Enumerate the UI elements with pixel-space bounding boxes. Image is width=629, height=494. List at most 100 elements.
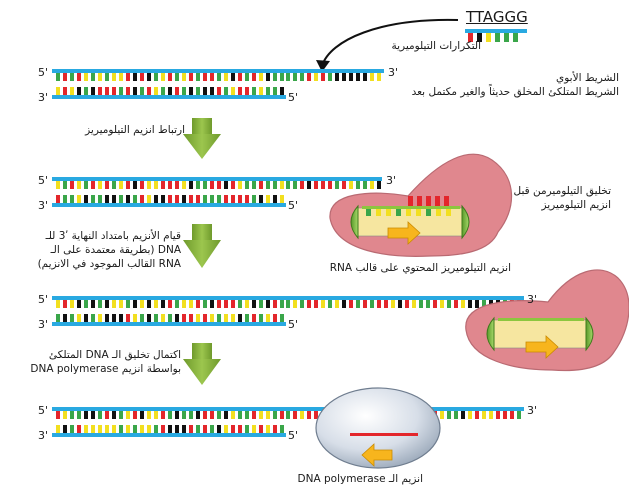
base [77,411,81,419]
base [70,181,74,189]
base [370,181,374,189]
base [349,300,353,308]
base [231,181,235,189]
curved-arrow [321,18,459,67]
rna-base [396,209,401,216]
row1-bottom-3prime: 3' [38,91,49,104]
base [189,195,193,203]
base [363,73,367,81]
base [384,300,388,308]
base [63,181,67,189]
base [231,195,235,203]
base [154,181,158,189]
base [196,314,200,322]
base [63,411,67,419]
base [161,425,165,433]
base [98,300,102,308]
base [119,181,123,189]
base [245,300,249,308]
base [391,300,395,308]
base [266,181,270,189]
base [133,195,137,203]
base [210,181,214,189]
dna-polymerase-enzyme [315,387,441,469]
base [161,314,165,322]
step3-line2: بواسطة انزيم DNA polymerase [30,363,181,375]
base [224,87,228,95]
base [419,300,423,308]
base [196,73,200,81]
base [342,181,346,189]
base [182,314,186,322]
repeat-base [468,33,473,42]
base [356,181,360,189]
base [273,195,277,203]
base [70,87,74,95]
base [342,73,346,81]
step1-label: ارتباط انزيم التيلوميريز [85,124,185,136]
row3-bottom-3prime: 3' [38,318,49,331]
base [133,87,137,95]
base [161,411,165,419]
synthesis-label-2: انزيم التيلوميريز [541,199,611,211]
repeat-base [504,33,509,42]
step2-line3: RNA القالب الموجود في الانزيم) [37,258,181,270]
base [105,181,109,189]
base [161,300,165,308]
base [77,181,81,189]
dna-row-initial [52,69,384,99]
base [91,300,95,308]
base [447,300,451,308]
base [412,300,416,308]
base [119,425,123,433]
polymerase-label: انزيم الـ DNA polymerase [297,473,423,485]
bottom-strand [52,203,286,207]
base [266,73,270,81]
base [273,314,277,322]
base [489,411,493,419]
step3-line1: اكتمال تخليق الـ DNA المتلكئ [48,349,181,361]
base [307,73,311,81]
base [105,87,109,95]
base [168,87,172,95]
base [259,300,263,308]
base [63,87,67,95]
base [84,411,88,419]
curved-arrow-head [316,60,330,72]
base [245,425,249,433]
base [426,300,430,308]
base [203,195,207,203]
base [266,300,270,308]
base [273,181,277,189]
base [238,411,242,419]
base [161,195,165,203]
base [105,314,109,322]
base [175,411,179,419]
base [175,314,179,322]
base [203,87,207,95]
base [335,300,339,308]
motif-label: TTAGGG [466,8,528,26]
base [475,411,479,419]
base [98,411,102,419]
base [70,425,74,433]
repeat-base [513,33,518,42]
base [231,425,235,433]
base [252,73,256,81]
base [468,300,472,308]
base [154,300,158,308]
base [98,425,102,433]
base [259,87,263,95]
base [210,411,214,419]
base [203,181,207,189]
base [300,73,304,81]
base [105,425,109,433]
base [112,87,116,95]
base [307,181,311,189]
base [280,411,284,419]
base [224,425,228,433]
repeat-base [486,33,491,42]
base [224,411,228,419]
base [182,73,186,81]
